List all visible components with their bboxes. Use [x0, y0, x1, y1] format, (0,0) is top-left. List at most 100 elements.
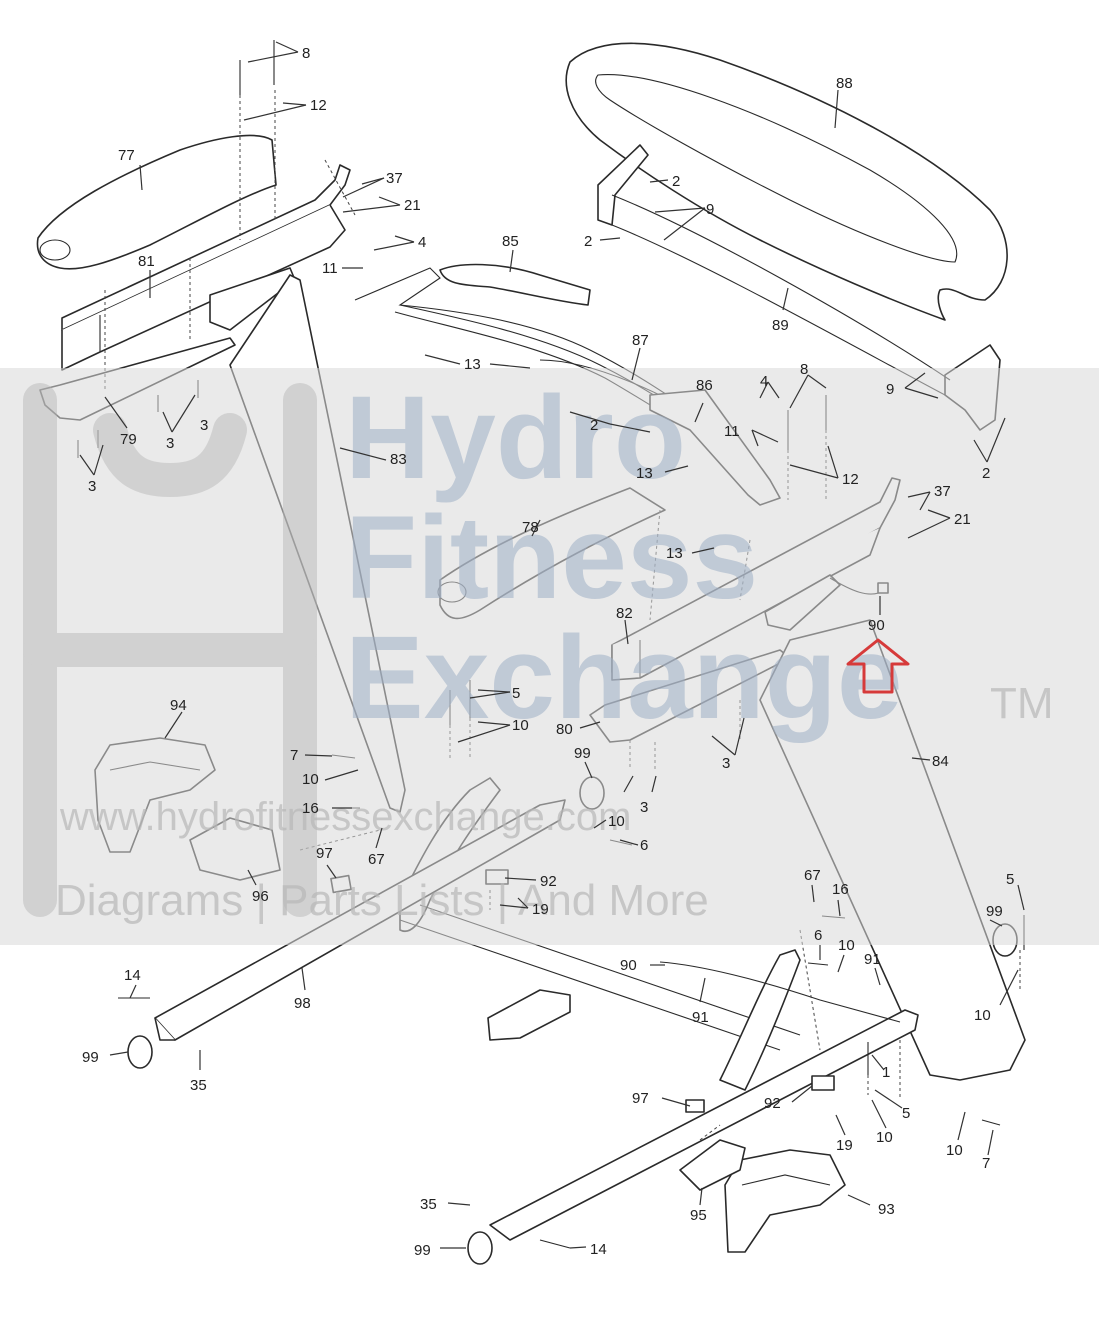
part-label-35a: 35: [190, 1077, 207, 1094]
part-label-97b: 97: [632, 1090, 649, 1107]
part-label-95: 95: [690, 1207, 707, 1224]
part-label-87: 87: [632, 332, 649, 349]
part-label-4b: 4: [760, 373, 768, 390]
part-81-left-upright: [61, 164, 351, 331]
part-label-10a: 10: [512, 717, 529, 734]
part-label-3d: 3: [640, 799, 648, 816]
part-label-7a: 7: [290, 747, 298, 764]
part-label-21a: 21: [404, 197, 421, 214]
part-label-19a: 19: [532, 901, 549, 918]
part-label-90a: 90: [868, 617, 885, 634]
part-label-14b: 14: [590, 1241, 607, 1258]
part-label-3e: 3: [200, 417, 208, 434]
part-label-84: 84: [932, 753, 949, 770]
part-label-2a: 2: [672, 173, 680, 190]
part-label-10e: 10: [974, 1007, 991, 1024]
part-label-1: 1: [882, 1064, 890, 1081]
frame-front-rail: [489, 1009, 919, 1241]
part-label-92b: 92: [764, 1095, 781, 1112]
part-label-21b: 21: [954, 511, 971, 528]
part-88-console-hood: [565, 42, 1008, 321]
part-label-10c: 10: [608, 813, 625, 830]
part-label-5b: 5: [1006, 871, 1014, 888]
part-label-4a: 4: [418, 234, 426, 251]
part-label-81: 81: [138, 253, 155, 270]
part-label-9a: 9: [706, 201, 714, 218]
part-label-78: 78: [522, 519, 539, 536]
watermark-tm: TM: [990, 679, 1054, 728]
watermark-line3: Exchange: [345, 612, 902, 744]
part-label-8a: 8: [302, 45, 310, 62]
part-label-99b: 99: [986, 903, 1003, 920]
part-label-10f: 10: [876, 1129, 893, 1146]
part-label-12b: 12: [842, 471, 859, 488]
part-label-91b: 91: [692, 1009, 709, 1026]
part-85-handlebar-grip: [439, 263, 591, 306]
watermark-url: www.hydrofitnessexchange.com: [59, 795, 631, 839]
part-label-99a: 99: [574, 745, 591, 762]
part-label-3b: 3: [88, 478, 96, 495]
part-label-14a: 14: [124, 967, 141, 984]
part-label-93: 93: [878, 1201, 895, 1218]
watermark-band: [0, 368, 1099, 945]
part-label-12a: 12: [310, 97, 327, 114]
part-label-11b: 11: [724, 423, 740, 440]
part-label-85: 85: [502, 233, 519, 250]
part-label-86: 86: [696, 377, 713, 394]
part-89-console-bracket: [597, 144, 649, 226]
part-label-13b: 13: [636, 465, 653, 482]
part-label-90b: 90: [620, 957, 637, 974]
part-label-89: 89: [772, 317, 789, 334]
part-label-91a: 91: [864, 951, 881, 968]
part-label-96: 96: [252, 888, 269, 905]
leader-lines: [79, 41, 1025, 1249]
part-label-79: 79: [120, 431, 137, 448]
part-label-16a: 16: [302, 800, 319, 817]
part-label-3a: 3: [166, 435, 174, 452]
part-label-80: 80: [556, 721, 573, 738]
part-label-10b: 10: [302, 771, 319, 788]
part-label-5a: 5: [512, 685, 520, 702]
part-99-wheel-left-front: [127, 1035, 153, 1069]
part-label-6b: 6: [814, 927, 822, 944]
hydro-fitness-logo-icon: [23, 383, 317, 917]
part-95-right-end-cover: [679, 1139, 746, 1191]
red-up-arrow-icon: [846, 638, 910, 694]
part-97-plate-right: [685, 1099, 705, 1113]
part-99-wheel-left-rear: [467, 1231, 493, 1265]
part-label-94: 94: [170, 697, 187, 714]
watermark-line2: Fitness: [345, 492, 758, 624]
part-77-left-cover: [36, 134, 277, 270]
watermark: Hydro Fitness Exchange TM www.hydrofitne…: [0, 368, 1099, 945]
part-label-7b: 7: [982, 1155, 990, 1172]
part-label-99c: 99: [82, 1049, 99, 1066]
part-label-11a: 11: [322, 260, 338, 277]
part-label-9b: 9: [886, 381, 894, 398]
part-label-98: 98: [294, 995, 311, 1012]
part-label-10d: 10: [838, 937, 855, 954]
part-label-3c: 3: [722, 755, 730, 772]
part-label-67a: 67: [368, 851, 385, 868]
lift-arm-right: [719, 949, 801, 1091]
part-label-16b: 16: [832, 881, 849, 898]
part-label-5c: 5: [902, 1105, 910, 1122]
part-label-88: 88: [836, 75, 853, 92]
part-label-19b: 19: [836, 1137, 853, 1154]
part-label-97a: 97: [316, 845, 333, 862]
part-label-67b: 67: [804, 867, 821, 884]
part-label-99d: 99: [414, 1242, 431, 1259]
part-label-92a: 92: [540, 873, 557, 890]
part-label-2b: 2: [584, 233, 592, 250]
part-label-13c: 13: [666, 545, 683, 562]
watermark-tagline: Diagrams | Parts Lists | And More: [55, 876, 709, 925]
part-label-37a: 37: [386, 170, 403, 187]
part-label-37b: 37: [934, 483, 951, 500]
part-label-35b: 35: [420, 1196, 437, 1213]
part-label-8b: 8: [800, 361, 808, 378]
part-label-83: 83: [390, 451, 407, 468]
part-label-2d: 2: [590, 417, 598, 434]
part-label-82: 82: [616, 605, 633, 622]
